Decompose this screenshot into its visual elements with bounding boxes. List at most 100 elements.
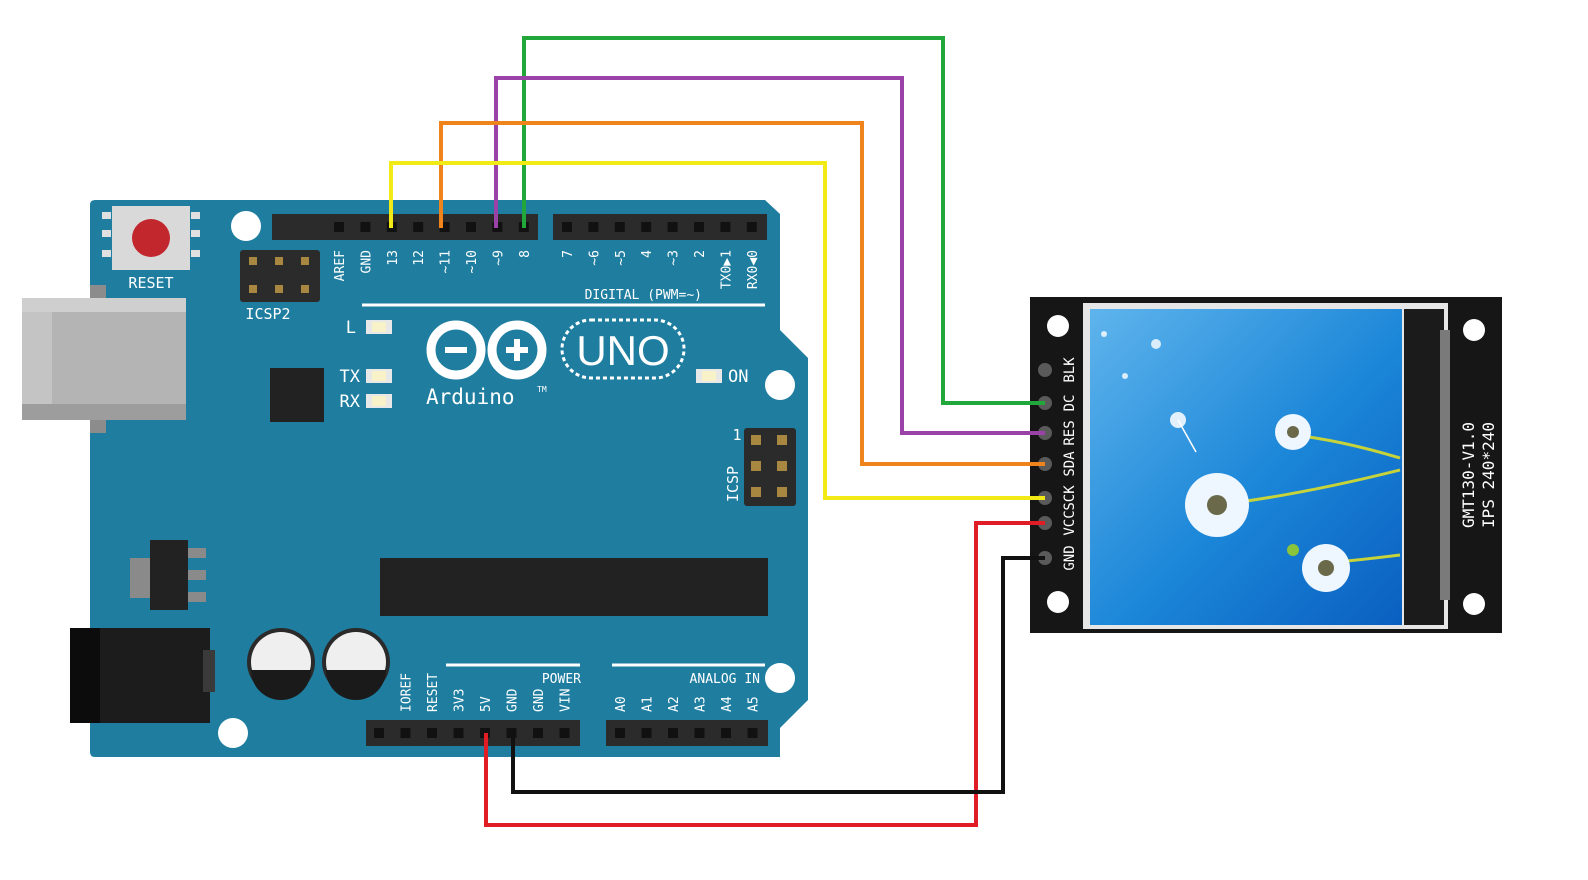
header-pin[interactable]: [562, 222, 572, 232]
digital-pin-label: ~5: [614, 250, 629, 266]
digital-header-right: [553, 214, 767, 240]
icsp-pin1-label: 1: [732, 426, 741, 444]
header-pin[interactable]: [413, 222, 424, 232]
mounting-hole: [231, 211, 261, 241]
header-pin[interactable]: [614, 222, 625, 232]
header-pin[interactable]: [694, 728, 705, 738]
header-pin[interactable]: [721, 728, 731, 738]
reset-label: RESET: [128, 274, 173, 292]
header-pin[interactable]: [334, 222, 344, 232]
capacitor: [247, 628, 315, 700]
led-on: [696, 369, 722, 383]
digital-pin-label: ~9: [491, 250, 506, 266]
bottom-headers: [366, 720, 768, 746]
bottom-pin-label: 3V3: [453, 689, 468, 712]
header-pin[interactable]: [466, 222, 476, 232]
wire-pin8-to-dc: [522, 36, 1045, 405]
digital-pin-label: ~3: [667, 250, 682, 266]
display-pin-label: SCK: [1062, 485, 1078, 511]
led-tx: [366, 369, 392, 383]
mounting-hole: [1047, 591, 1069, 613]
screen: [1090, 309, 1402, 625]
bottom-pin-label: IOREF: [400, 673, 415, 712]
digital-pin-label: 2: [693, 250, 708, 258]
bottom-pin-label: GND: [532, 688, 547, 712]
icsp2-label: ICSP2: [245, 305, 290, 323]
arduino-logo: [426, 320, 547, 380]
wire-pin9-to-res: [494, 76, 1045, 435]
usb-connector: [22, 285, 186, 433]
icsp2-header: [240, 250, 320, 302]
display-pin-label: RES: [1062, 420, 1078, 445]
header-pin[interactable]: [668, 728, 678, 738]
header-pin[interactable]: [533, 728, 543, 738]
power-jack: [70, 628, 215, 723]
header-pin[interactable]: [667, 222, 678, 232]
digital-pin-label: 4: [640, 250, 655, 258]
mounting-hole: [765, 663, 795, 693]
led-l: [366, 320, 392, 334]
led-l-label: L: [346, 318, 356, 338]
arduino-uno-board: RESET ICSP2: [22, 200, 808, 757]
uno-badge: [560, 318, 686, 380]
display-pin[interactable]: [1038, 363, 1052, 377]
bottom-pin-label: A4: [720, 696, 735, 712]
bottom-pin-label: RESET: [426, 673, 441, 712]
digital-pin-label: ~6: [587, 250, 602, 266]
tft-display-module: GMT130-V1.0 IPS 240*240 BLKDCRESSDASCKVC…: [1030, 297, 1502, 633]
header-pin[interactable]: [559, 728, 570, 738]
analog-header: [606, 720, 768, 746]
header-pin[interactable]: [427, 728, 437, 738]
header-pin[interactable]: [453, 728, 464, 738]
header-pin[interactable]: [641, 222, 652, 232]
power-header: [366, 720, 580, 746]
dandelion-image: [1101, 331, 1401, 592]
icsp-header: [744, 428, 796, 506]
display-pin-label: DC: [1062, 395, 1078, 412]
usb-chip: [270, 368, 324, 422]
voltage-regulator: [130, 540, 206, 610]
display-model-text: GMT130-V1.0: [1459, 422, 1478, 528]
mounting-hole: [1047, 315, 1069, 337]
screen-flex: [1404, 309, 1444, 625]
analog-label: ANALOG IN: [690, 672, 760, 687]
icsp-label: ICSP: [724, 466, 742, 502]
header-pin[interactable]: [615, 728, 625, 738]
led-rx-label: RX: [340, 392, 361, 412]
reset-button[interactable]: [102, 206, 200, 270]
digital-headers: [272, 214, 767, 240]
bottom-pin-label: A5: [747, 696, 762, 712]
header-pin[interactable]: [360, 222, 371, 232]
header-pin[interactable]: [720, 222, 731, 232]
bottom-pin-label: A1: [641, 696, 656, 712]
brand-text: Arduino: [426, 385, 515, 409]
digital-pin-label: RX0◀0: [746, 250, 761, 289]
digital-pin-label: 8: [518, 250, 533, 258]
screen-edge: [1440, 330, 1450, 600]
display-pin-label: SDA: [1062, 451, 1078, 477]
header-pin[interactable]: [641, 728, 652, 738]
led-rx: [366, 394, 392, 408]
header-pin[interactable]: [694, 222, 704, 232]
digital-pin-label: ~11: [439, 250, 454, 273]
display-spec-text: IPS 240*240: [1479, 422, 1498, 528]
capacitor: [322, 628, 390, 700]
digital-pin-label: ~10: [465, 250, 480, 273]
header-pin[interactable]: [400, 728, 411, 738]
bottom-pin-label: A0: [614, 696, 629, 712]
digital-pin-label: TX0▶1: [719, 250, 734, 289]
led-on-label: ON: [728, 367, 748, 387]
display-pin-label: VCC: [1062, 510, 1078, 535]
wire-gnd-to-gnd: [511, 556, 1045, 794]
bottom-pin-label: A2: [667, 696, 682, 712]
display-pin-label: GND: [1062, 545, 1078, 570]
header-pin[interactable]: [747, 728, 758, 738]
model-text: UNO: [576, 327, 669, 374]
power-label: POWER: [542, 672, 581, 687]
digital-pin-label: 7: [561, 250, 576, 258]
digital-pin-label: AREF: [333, 250, 348, 281]
header-pin[interactable]: [374, 728, 384, 738]
header-pin[interactable]: [588, 222, 599, 232]
header-pin[interactable]: [439, 222, 450, 232]
header-pin[interactable]: [746, 222, 757, 232]
